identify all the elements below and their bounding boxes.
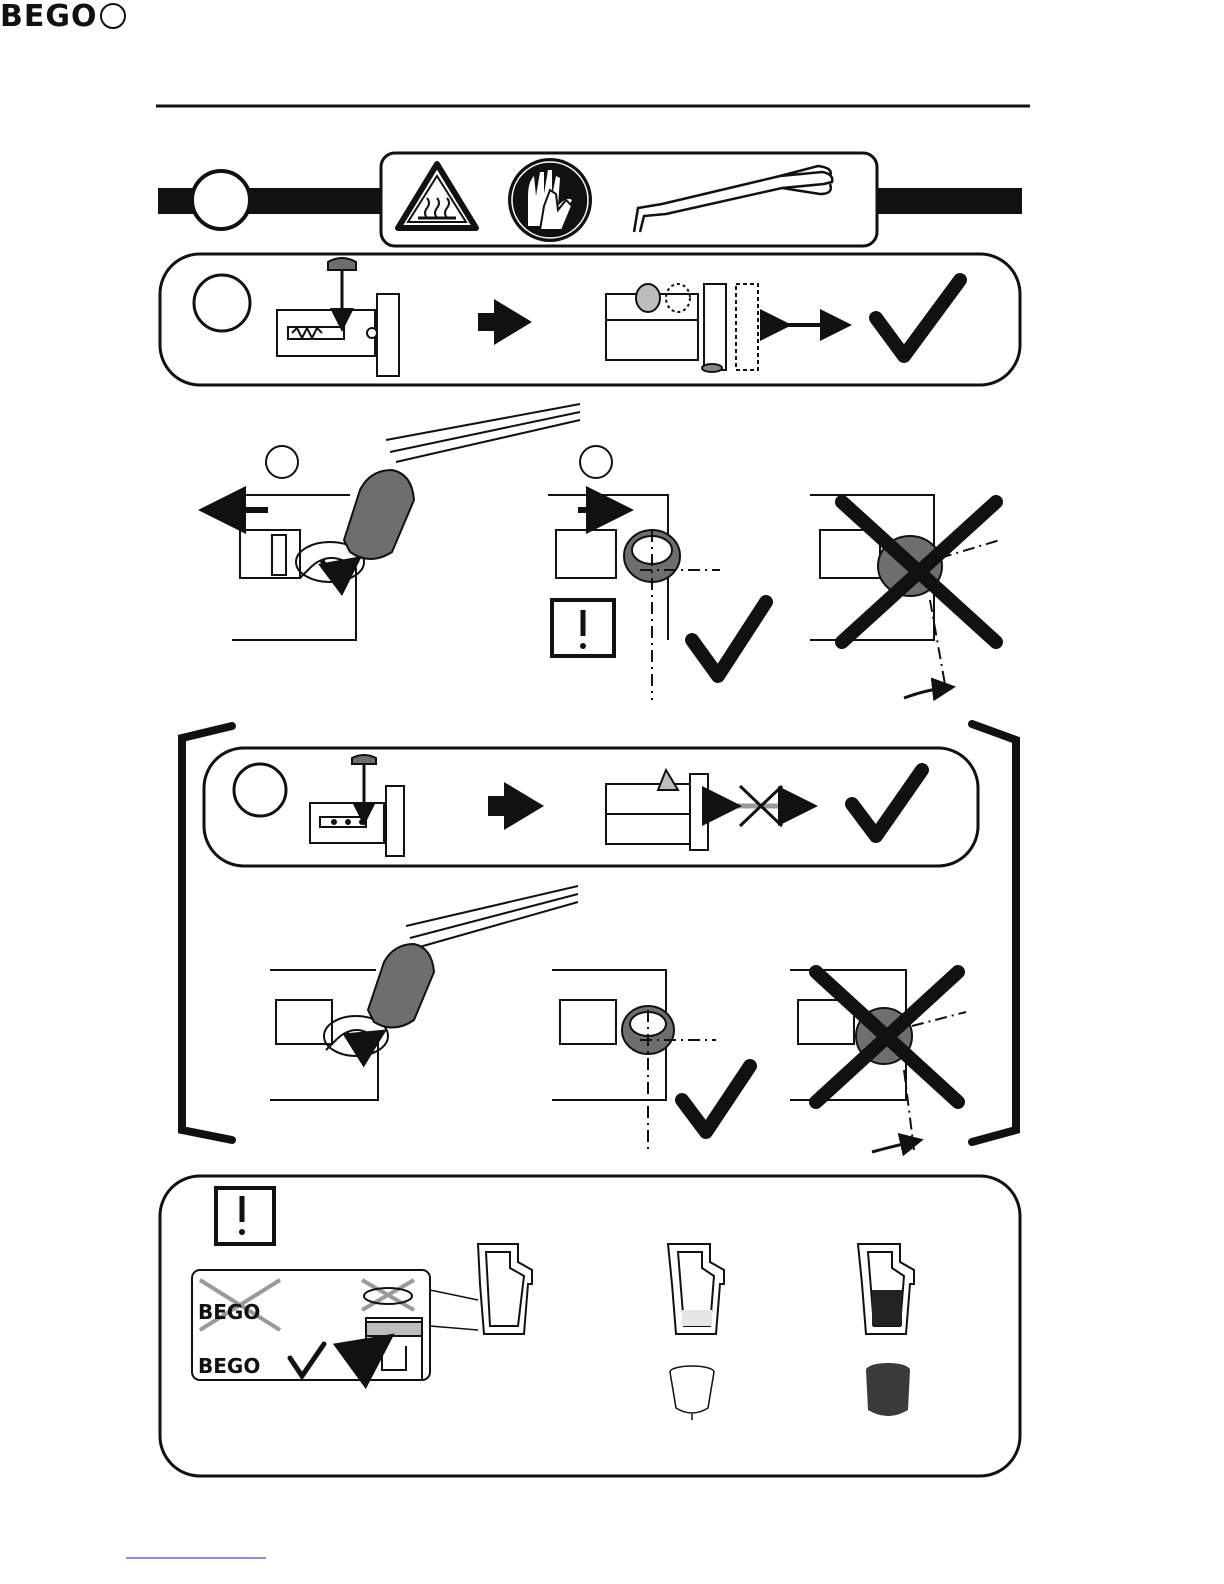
notice-panel	[160, 1176, 1020, 1476]
protective-gloves-icon	[508, 158, 592, 242]
insertion-row-a	[222, 404, 1000, 700]
attention-icon	[552, 600, 614, 656]
cross-icon	[816, 972, 958, 1102]
step-circle	[194, 275, 250, 331]
crucible-detail	[366, 1318, 422, 1380]
logo-checked: BEGO	[198, 1354, 260, 1378]
step-panel-1	[160, 254, 1020, 385]
safety-banner	[158, 153, 1022, 246]
attention-icon	[216, 1188, 274, 1244]
scene-correct	[548, 495, 720, 700]
cross-icon	[842, 502, 996, 642]
logo-crossed: BEGO	[198, 1300, 260, 1324]
scene-insert	[232, 404, 580, 640]
graphite-crucible-icon	[866, 1363, 910, 1416]
checkmark-icon	[682, 1066, 750, 1132]
step-circle-large	[192, 171, 250, 229]
step-circle	[234, 764, 286, 816]
scene-insert	[270, 886, 578, 1100]
checkmark-icon	[692, 602, 766, 676]
insertion-row-b	[270, 886, 966, 1152]
step-panel-2	[204, 748, 978, 866]
